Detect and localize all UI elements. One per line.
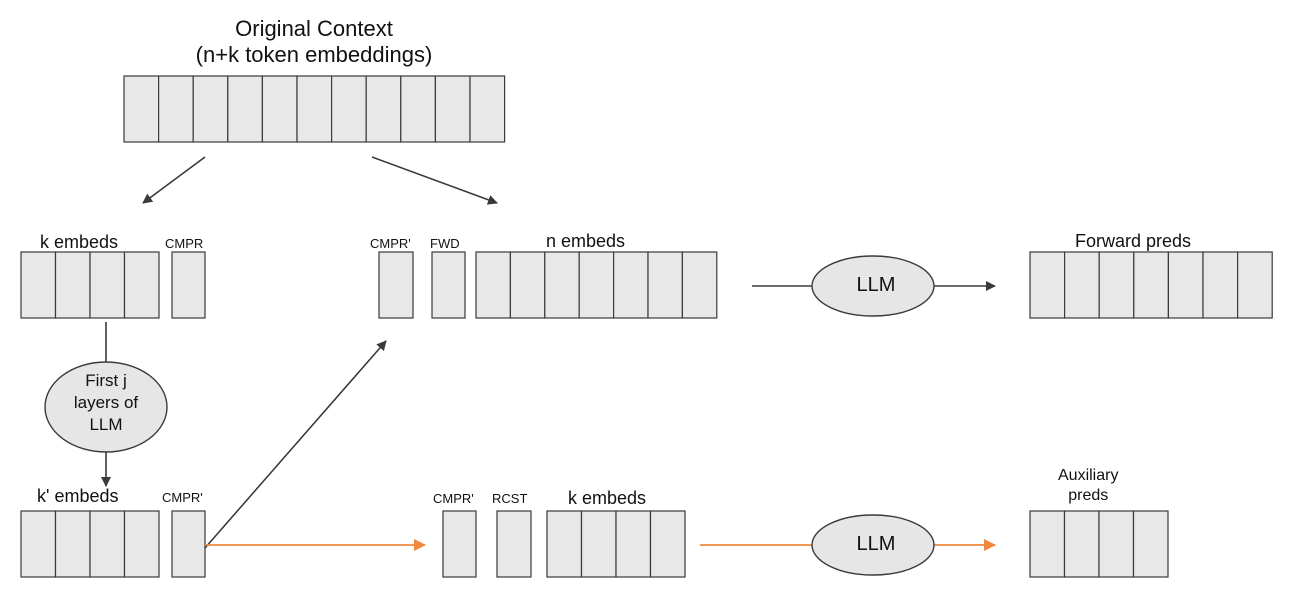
original-context-cell-4 bbox=[227, 75, 264, 143]
n-embeds-label: n embeds bbox=[546, 231, 626, 251]
k-prime-embeds-cell-4 bbox=[123, 510, 160, 578]
k-embeds-bottom-cell-2 bbox=[580, 510, 617, 578]
n-embeds-cell-1 bbox=[475, 251, 512, 319]
n-embeds-cell-2 bbox=[509, 251, 546, 319]
auxiliary-preds-cell-1 bbox=[1029, 510, 1066, 578]
original-context-cell-10 bbox=[434, 75, 471, 143]
forward-preds-cell-1 bbox=[1029, 251, 1066, 319]
cmpr-prime-top-cell bbox=[378, 251, 414, 319]
aux-line2: preds bbox=[1068, 487, 1109, 504]
k-embeds-bottom-cell-3 bbox=[615, 510, 652, 578]
original-context-cell-11 bbox=[469, 75, 506, 143]
original-context-cell-1 bbox=[123, 75, 160, 143]
cmpr-prime-bottom-left-label: CMPR' bbox=[162, 490, 203, 505]
llm-top-label: LLM bbox=[856, 274, 896, 296]
forward-preds-cell-6 bbox=[1202, 251, 1239, 319]
llm-top-node bbox=[811, 255, 935, 317]
k-prime-embeds-cell-2 bbox=[54, 510, 91, 578]
forward-preds-cell-5 bbox=[1167, 251, 1204, 319]
n-embeds-cell-5 bbox=[612, 251, 649, 319]
original-context-line2: (n+k token embeddings) bbox=[195, 42, 433, 67]
original-context-cell-6 bbox=[296, 75, 333, 143]
k-embeds-bottom-cell-4 bbox=[649, 510, 686, 578]
k-embeds-top-cell-3 bbox=[89, 251, 126, 319]
cmpr-prime-top-label: CMPR' bbox=[370, 236, 411, 251]
k-embeds-top-cell-1 bbox=[20, 251, 57, 319]
k-embeds-top-label: k embeds bbox=[40, 232, 119, 252]
cmpr-top-cell bbox=[171, 251, 206, 319]
n-embeds-cell-6 bbox=[647, 251, 684, 319]
fwd-label: FWD bbox=[430, 236, 460, 251]
fwd-cell bbox=[431, 251, 466, 319]
forward-preds-cell-2 bbox=[1063, 251, 1100, 319]
original-context-cell-5 bbox=[261, 75, 298, 143]
cmpr-prime-bottom-left-cell bbox=[171, 510, 206, 578]
n-embeds-cell-3 bbox=[544, 251, 580, 319]
n-embeds-cell-7 bbox=[681, 251, 718, 319]
k-embeds-top-cell-2 bbox=[54, 251, 91, 319]
first-j-line3: LLM bbox=[89, 415, 123, 434]
llm-bottom-node bbox=[811, 514, 935, 576]
auxiliary-preds-cell-4 bbox=[1132, 510, 1169, 578]
original-context-cell-7 bbox=[331, 75, 367, 143]
forward-preds-cell-4 bbox=[1133, 251, 1170, 319]
rcst-label: RCST bbox=[492, 491, 528, 506]
original-context-cell-3 bbox=[192, 75, 229, 143]
forward-preds-label: Forward preds bbox=[1075, 231, 1192, 251]
arrows bbox=[101, 156, 996, 551]
original-context-title: Original Context (n+k token embeddings) bbox=[104, 16, 524, 68]
llm-nodes bbox=[44, 255, 935, 576]
forward-preds-cell-3 bbox=[1098, 251, 1135, 319]
k-embeds-bottom-cell-1 bbox=[546, 510, 583, 578]
original-context-cell-8 bbox=[365, 75, 402, 143]
embedding-cells bbox=[20, 75, 1273, 578]
first-j-layers-label: First j layers of LLM bbox=[46, 370, 166, 436]
cmpr-prime-bottom-mid-label: CMPR' bbox=[433, 491, 474, 506]
rcst-cell bbox=[496, 510, 532, 578]
original-context-cell-2 bbox=[158, 75, 194, 143]
cmpr-prime-bottom-mid-cell bbox=[442, 510, 477, 578]
arrow-cmpr-prime-to-top-cmpr bbox=[204, 340, 387, 549]
original-context-line1: Original Context bbox=[235, 16, 393, 41]
first-j-line1: First j bbox=[85, 371, 127, 390]
k-prime-embeds-cell-3 bbox=[89, 510, 126, 578]
aux-line1: Auxiliary bbox=[1058, 467, 1119, 484]
k-prime-embeds-label: k' embeds bbox=[37, 486, 119, 506]
first-j-line2: layers of bbox=[73, 393, 139, 412]
first-j-layers-node bbox=[44, 361, 168, 453]
k-embeds-bottom-label: k embeds bbox=[568, 488, 647, 508]
auxiliary-preds-label: Auxiliary preds bbox=[1058, 466, 1118, 506]
forward-preds-cell-7 bbox=[1236, 251, 1273, 319]
k-prime-embeds-cell-1 bbox=[20, 510, 57, 578]
k-embeds-top-cell-4 bbox=[123, 251, 160, 319]
n-embeds-cell-4 bbox=[578, 251, 615, 319]
cmpr-top-label: CMPR bbox=[165, 236, 204, 251]
arrow-context-to-k-embeds bbox=[142, 156, 206, 204]
llm-bottom-label: LLM bbox=[856, 533, 896, 555]
original-context-cell-9 bbox=[400, 75, 436, 143]
arrow-context-to-n-embeds bbox=[371, 156, 498, 205]
auxiliary-preds-cell-2 bbox=[1063, 510, 1100, 578]
auxiliary-preds-cell-3 bbox=[1098, 510, 1135, 578]
